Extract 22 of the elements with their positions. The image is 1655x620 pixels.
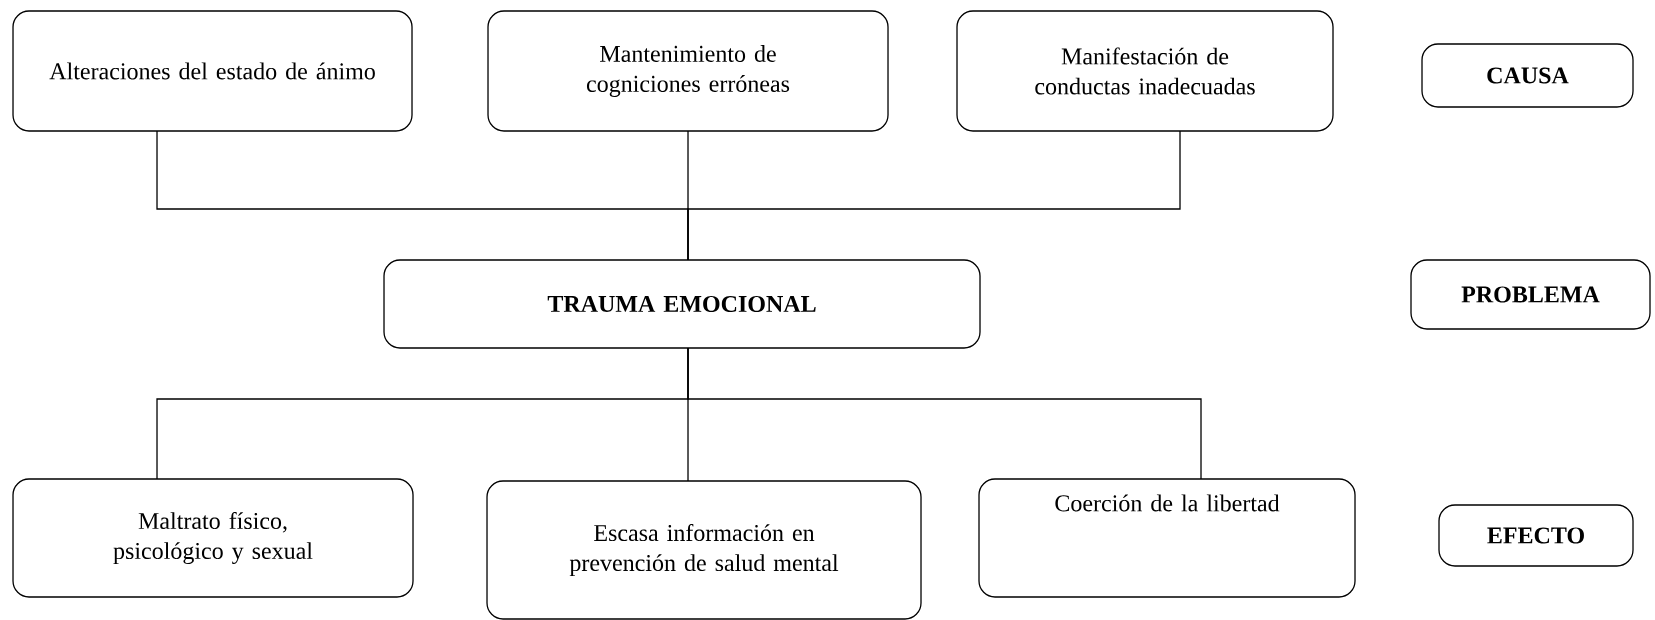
- box-text: Alteraciones del estado de ánimo: [49, 62, 375, 80]
- box-text: Coerción de la libertad: [1055, 494, 1280, 512]
- box-text: CAUSA: [1487, 67, 1569, 84]
- cause-box: [487, 10, 889, 132]
- box-text: Mantenimiento de cogniciones erróneas: [586, 45, 790, 97]
- connector-line: [687, 130, 1181, 261]
- category-box: [1438, 504, 1634, 567]
- problem-box: [383, 259, 981, 349]
- box-text: TRAUMA EMOCIONAL: [547, 295, 816, 313]
- box-text: Maltrato físico, psicológico y sexual: [113, 511, 313, 564]
- effect-box: [978, 478, 1356, 598]
- cause-box: [956, 10, 1334, 132]
- category-box: [1410, 259, 1651, 330]
- effect-box: [12, 478, 414, 598]
- cause-box: [12, 10, 413, 132]
- box-text: EFECTO: [1487, 527, 1584, 544]
- effect-box: [486, 480, 922, 620]
- box-text: Manifestación de conductas inadecuadas: [1035, 47, 1255, 95]
- box-text: PROBLEMA: [1461, 286, 1600, 303]
- connector-line: [687, 347, 1202, 480]
- category-box: [1421, 43, 1634, 108]
- box-text: Escasa información en prevención de salud mental: [569, 524, 839, 576]
